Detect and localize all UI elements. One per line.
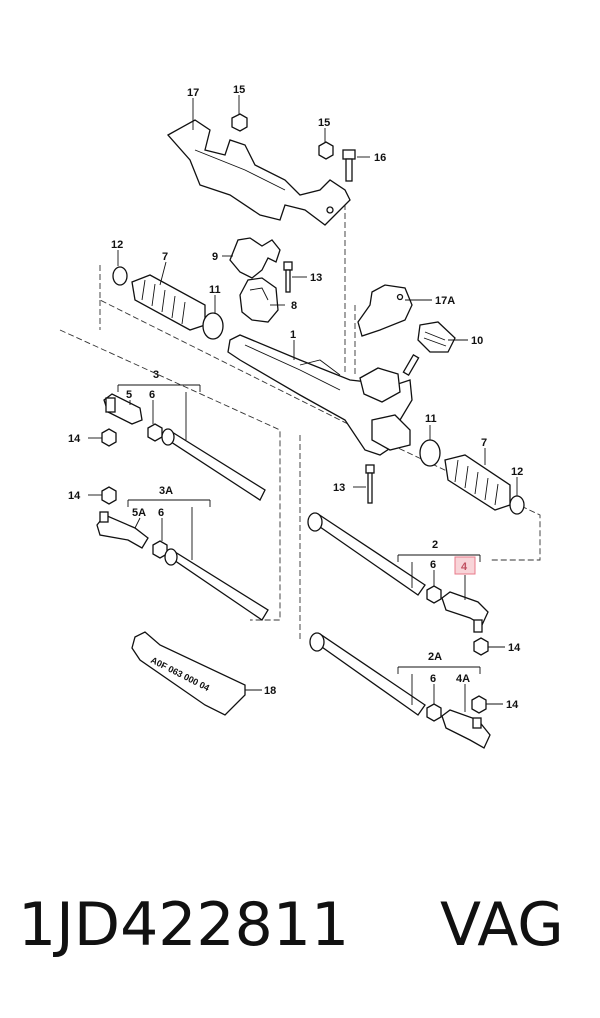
label-6-d: 6 [430, 673, 436, 685]
ring-11-right [419, 439, 441, 467]
inner-tie-rod-2a [309, 632, 426, 716]
label-5a: 5A [132, 507, 146, 519]
label-6-c: 6 [430, 559, 436, 571]
label-17a: 17A [435, 295, 455, 307]
clip-12-left [112, 266, 128, 286]
label-7-right: 7 [481, 437, 487, 449]
label-11-left: 11 [209, 284, 221, 296]
label-1: 1 [290, 329, 296, 341]
seal-10 [417, 321, 456, 353]
bolt-13-top [283, 261, 293, 293]
label-4: 4 [461, 561, 468, 573]
label-13-top: 13 [310, 272, 322, 284]
inner-tie-rod-2 [307, 512, 426, 596]
nut-14-d [471, 695, 487, 714]
label-14-d: 14 [506, 699, 519, 711]
nut-14-b [101, 486, 117, 505]
inner-tie-rod-3a [164, 548, 269, 621]
bolt-13-bottom [365, 464, 375, 504]
label-14-b: 14 [68, 490, 81, 502]
tie-rod-end-4 [441, 591, 489, 633]
clip-12-right [509, 495, 525, 515]
nut-14-c [473, 637, 489, 656]
label-3: 3 [153, 369, 159, 381]
steering-rack-exploded-diagram: A0F 063 000 04 17 [59, 84, 541, 749]
boot-7-right [444, 454, 511, 511]
bushing-8 [239, 277, 279, 323]
label-13-bottom: 13 [333, 482, 345, 494]
ring-11-left [202, 312, 224, 340]
label-4a: 4A [456, 673, 470, 685]
steering-rack-1 [227, 334, 420, 456]
nut-15-right [318, 141, 334, 160]
label-17: 17 [187, 87, 199, 99]
label-18: 18 [264, 685, 276, 697]
brand-name: VAG [440, 890, 564, 960]
tie-rod-end-5 [103, 393, 143, 425]
part-labels: 17 15 15 16 12 7 9 13 11 8 17A 10 1 3 5 … [68, 84, 523, 711]
label-7-left: 7 [162, 251, 168, 263]
nut-6-c [426, 585, 442, 604]
inner-tie-rod-3 [161, 428, 266, 501]
nut-15-top [231, 113, 248, 132]
nut-14-a [101, 428, 117, 447]
label-8: 8 [291, 300, 297, 312]
label-5: 5 [126, 389, 132, 401]
label-14-c: 14 [508, 642, 521, 654]
tie-rod-end-4a [441, 709, 491, 749]
label-14-a: 14 [68, 433, 81, 445]
label-6-a: 6 [149, 389, 155, 401]
heat-shield-17a [357, 284, 413, 337]
caption-bar: 1JD422811 VAG [0, 880, 600, 990]
part-number: 1JD422811 [18, 890, 350, 960]
label-9: 9 [212, 251, 218, 263]
label-12-right: 12 [511, 466, 523, 478]
leader-lines [88, 95, 518, 712]
bolt-16 [342, 149, 356, 182]
label-11-right: 11 [425, 413, 437, 425]
mounting-bracket [166, 119, 351, 226]
label-6-b: 6 [158, 507, 164, 519]
nut-6-d [426, 703, 442, 722]
clamp-9 [229, 237, 281, 279]
label-3a: 3A [159, 485, 173, 497]
grease-tube-18: A0F 063 000 04 [131, 631, 246, 716]
highlight-box-4 [454, 556, 476, 575]
label-2: 2 [432, 539, 438, 551]
tie-rod-end-5a [96, 511, 149, 549]
label-12-left: 12 [111, 239, 123, 251]
nut-6-a [147, 423, 163, 442]
label-2a: 2A [428, 651, 442, 663]
label-15-right: 15 [318, 117, 330, 129]
label-10: 10 [471, 335, 483, 347]
label-16: 16 [374, 152, 386, 164]
label-15-top: 15 [233, 84, 245, 96]
